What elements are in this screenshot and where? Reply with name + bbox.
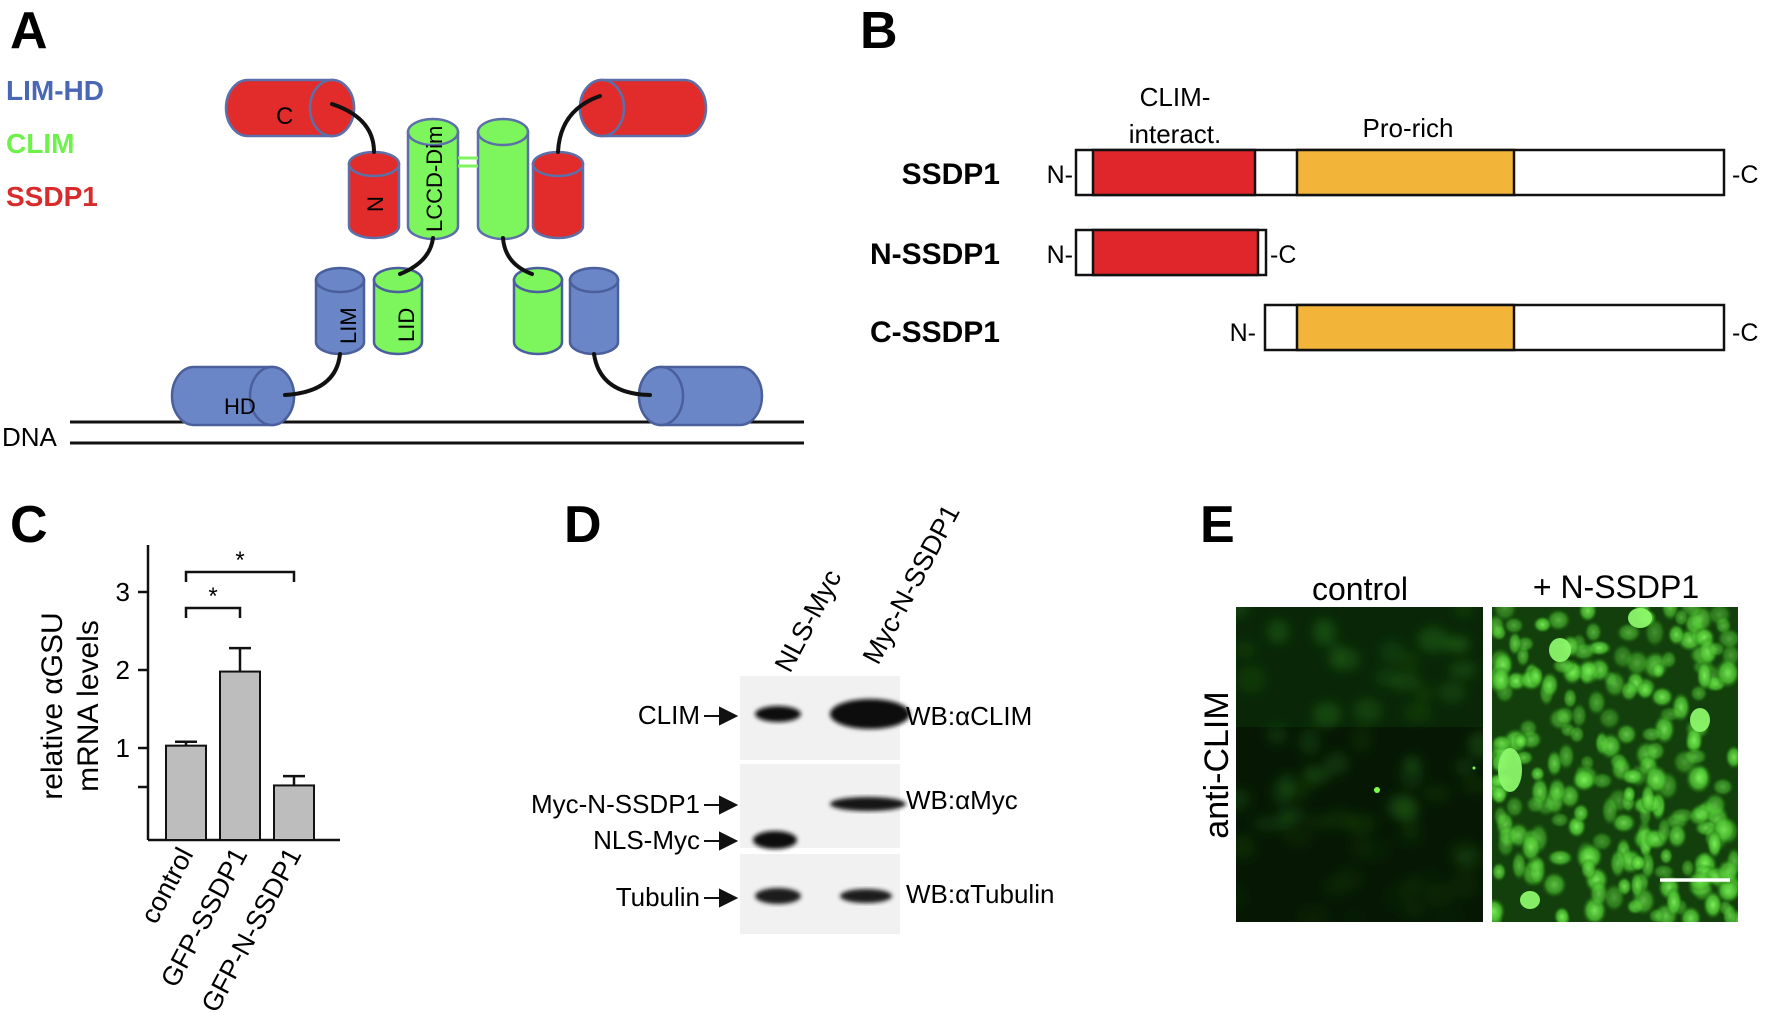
protein-row-ssdp1: SSDP1 N- -C <box>902 148 1758 197</box>
band-clim-nls-myc <box>755 706 801 722</box>
arrow-icon <box>704 706 739 726</box>
bar <box>219 670 261 841</box>
y-axis-label-line-1: relative αGSU <box>36 612 69 799</box>
band-myc-n-ssdp1 <box>830 797 906 811</box>
c-terminus-label: -C <box>1732 161 1758 189</box>
panel-label-a: A <box>10 2 48 60</box>
right-label-wb-tubulin: WB:αTubulin <box>906 879 1054 909</box>
n-terminus-label: N- <box>1230 319 1256 347</box>
lid-domain-right <box>512 266 564 356</box>
lim-domain-right <box>568 266 620 356</box>
y-tick-label: 2 <box>116 655 130 685</box>
right-label-wb-myc: WB:αMyc <box>906 785 1018 815</box>
pro-rich-domain <box>1295 303 1516 352</box>
lid-domain-left <box>372 266 424 356</box>
arrow-icon <box>704 795 739 815</box>
ssdp1-n-domain-left <box>347 150 401 240</box>
left-label-clim: CLIM <box>638 700 700 730</box>
lane-label-nls-myc: NLS-Myc <box>769 565 848 677</box>
n-terminus-label: N- <box>1047 161 1073 189</box>
hd-domain-label: HD <box>224 394 256 419</box>
protein-name: N-SSDP1 <box>870 238 1000 271</box>
header-n-ssdp1: + N-SSDP1 <box>1533 569 1699 605</box>
significance-bracket <box>184 570 296 582</box>
panel-a: LIM-HD CLIM SSDP1 DNA C HD <box>2 75 804 452</box>
panel-b: CLIM- interact. Pro-rich SSDP1 N- -C N-S… <box>870 82 1758 352</box>
panel-label-d: D <box>564 496 602 554</box>
significance-label: * <box>208 583 217 610</box>
side-label-anti-clim: anti-CLIM <box>1198 691 1236 838</box>
lane-label-myc-n-ssdp1: Myc-N-SSDP1 <box>857 500 966 669</box>
lid-domain-label: LID <box>394 308 419 342</box>
lim-domain-label: LIM <box>336 307 361 344</box>
linkers <box>283 94 652 397</box>
arrow-icon <box>704 831 739 851</box>
y-tick-label: 1 <box>116 733 130 763</box>
y-tick-label: 3 <box>116 577 130 607</box>
legend-lim-hd: LIM-HD <box>6 75 104 106</box>
header-pro-rich: Pro-rich <box>1362 113 1453 143</box>
significance-bracket <box>184 606 242 618</box>
panel-e: control + N-SSDP1 anti-CLIM <box>1198 569 1738 922</box>
right-label-wb-clim: WB:αCLIM <box>906 701 1032 731</box>
legend-clim: CLIM <box>6 128 74 159</box>
band-tubulin-nls-myc <box>755 888 801 904</box>
bar <box>165 744 207 841</box>
micrograph-n-ssdp1 <box>1492 607 1738 922</box>
clim-lccd-right <box>476 117 530 241</box>
panel-label-e: E <box>1200 496 1235 554</box>
header-clim-interact-1: CLIM- <box>1140 82 1211 112</box>
panel-label-c: C <box>10 496 48 554</box>
header-control: control <box>1312 571 1408 607</box>
legend-ssdp1: SSDP1 <box>6 181 98 212</box>
bar <box>273 784 315 842</box>
clim-lccd-left <box>406 117 460 241</box>
ssdp1-c-domain-right <box>578 78 708 138</box>
ssdp1-c-domain-left <box>224 78 356 138</box>
c-terminus-label: -C <box>1270 241 1296 269</box>
hd-domain-right <box>637 365 764 427</box>
panel-d: NLS-Myc Myc-N-SSDP1 CLIM Myc-N-SSDP1 NLS… <box>531 500 1054 934</box>
band-nls-myc <box>753 831 797 849</box>
significance-label: * <box>235 547 244 574</box>
protein-row-n-ssdp1: N-SSDP1 N- -C <box>870 228 1296 277</box>
left-label-myc-n-ssdp1: Myc-N-SSDP1 <box>531 789 700 819</box>
y-axis-label-line-2: mRNA levels <box>72 620 105 792</box>
pro-rich-domain <box>1295 148 1516 197</box>
band-clim-myc-n-ssdp1 <box>830 699 910 729</box>
band-tubulin-myc-n-ssdp1 <box>840 889 892 903</box>
c-terminus-label: -C <box>1732 319 1758 347</box>
clim-interacting-domain <box>1091 148 1257 197</box>
n-terminus-label: N- <box>1047 241 1073 269</box>
lccd-dim-label: LCCD-Dim <box>422 126 447 232</box>
arrow-icon <box>704 888 739 908</box>
n-domain-label: N <box>363 196 388 212</box>
micrograph-control <box>1236 607 1483 922</box>
ssdp1-n-domain-right <box>531 150 585 240</box>
left-label-nls-myc: NLS-Myc <box>593 825 700 855</box>
left-label-tubulin: Tubulin <box>616 882 700 912</box>
protein-name: C-SSDP1 <box>870 316 1000 349</box>
protein-row-c-ssdp1: C-SSDP1 N- -C <box>870 303 1758 352</box>
header-clim-interact-2: interact. <box>1129 119 1222 149</box>
dna-label: DNA <box>2 422 58 452</box>
panel-label-b: B <box>860 2 898 60</box>
protein-name: SSDP1 <box>902 158 1000 191</box>
c-domain-label: C <box>276 103 293 130</box>
clim-interacting-domain <box>1091 228 1260 277</box>
